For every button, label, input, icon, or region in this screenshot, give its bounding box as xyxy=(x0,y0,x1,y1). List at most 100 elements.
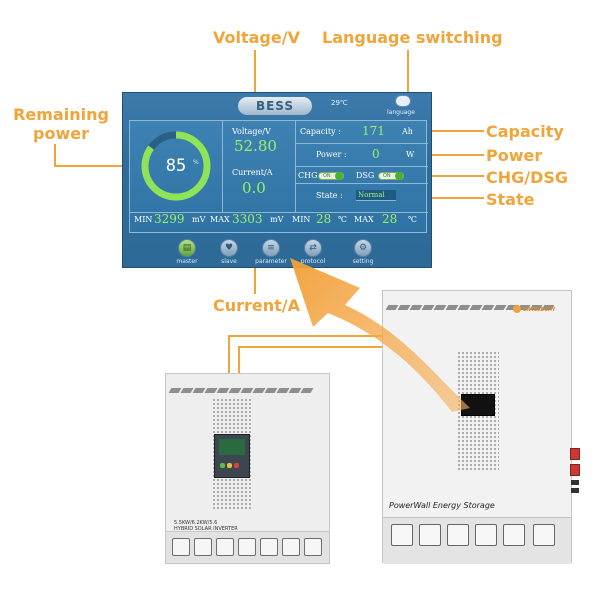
state-label: State : xyxy=(316,191,343,200)
current-label: Current/A xyxy=(232,168,273,177)
side-switch[interactable] xyxy=(571,488,579,493)
inverter-icon-bar xyxy=(166,531,329,563)
voltage-value: 52.80 xyxy=(234,137,277,155)
nav-slave-label: slave xyxy=(221,258,237,265)
leader-remaining xyxy=(54,144,56,166)
divider xyxy=(295,183,428,184)
storage-name: PowerWall Energy Storage xyxy=(389,501,495,510)
brand-logo: ENTELECHY xyxy=(523,307,556,313)
hybrid-inverter: 5.5KW/6.2KW/5.6 HYBRID SOLAR INVERTER xyxy=(165,373,330,564)
mppt-icon xyxy=(238,538,256,556)
display-icon xyxy=(447,524,469,546)
battery-icon xyxy=(391,524,413,546)
nav-setting[interactable]: ⚙ setting xyxy=(345,239,381,265)
display-icon xyxy=(282,538,300,556)
nav-slave[interactable]: ♥ slave xyxy=(211,239,247,265)
leader-language xyxy=(407,50,409,96)
divider xyxy=(295,143,428,144)
grid-icon xyxy=(216,538,234,556)
callout-power: Power xyxy=(486,146,543,165)
power-label: Power : xyxy=(316,150,347,159)
leader-capacity xyxy=(422,130,484,132)
callout-state: State xyxy=(486,190,535,209)
power-value: 0 xyxy=(372,147,380,161)
leader-chg-dsg xyxy=(422,175,484,177)
dsg-toggle[interactable]: ON xyxy=(378,172,404,180)
inverter-button[interactable] xyxy=(227,463,232,468)
power-unit: W xyxy=(406,150,415,159)
inverter-lcd xyxy=(219,439,245,455)
protection-icon xyxy=(533,524,555,546)
wire xyxy=(228,335,382,337)
inverter-display xyxy=(214,434,250,478)
screen-title: BESS xyxy=(238,97,312,115)
current-value: 0.0 xyxy=(242,179,266,197)
nav-parameter[interactable]: ≡ parameter xyxy=(253,239,289,265)
min-voltage-value: 3299 xyxy=(154,212,185,226)
leader-power xyxy=(422,154,484,156)
callout-current: Current/A xyxy=(213,296,301,315)
remaining-power-value: 85 xyxy=(165,156,187,176)
max-temp-label: MAX xyxy=(354,215,374,224)
inverter-brand-line2: HYBRID SOLAR INVERTER xyxy=(174,526,238,532)
remaining-power-unit: % xyxy=(193,159,199,166)
divider xyxy=(295,166,428,167)
wire xyxy=(228,335,230,373)
parallel-icon xyxy=(503,524,525,546)
bms-icon xyxy=(475,524,497,546)
min-temp-label: MIN xyxy=(292,215,311,224)
max-voltage-value: 3303 xyxy=(232,212,263,226)
side-switch[interactable] xyxy=(571,480,579,485)
language-button[interactable] xyxy=(395,95,411,107)
callout-chg-dsg: CHG/DSG xyxy=(486,168,569,187)
gear-icon: ⚙ xyxy=(354,239,372,257)
capacity-value: 171 xyxy=(362,124,385,138)
inverter-button[interactable] xyxy=(234,463,239,468)
leader-remaining-h xyxy=(54,165,154,167)
min-voltage-label: MIN xyxy=(134,215,153,224)
side-connector[interactable] xyxy=(570,448,580,460)
brand-logo-icon xyxy=(513,305,521,313)
max-temp-unit: ℃ xyxy=(408,215,417,224)
sliders-icon: ≡ xyxy=(262,239,280,257)
wire xyxy=(238,346,382,348)
max-temp-value: 28 xyxy=(382,212,398,226)
ambient-temperature: 29℃ xyxy=(331,99,348,107)
state-value: Normal xyxy=(356,190,396,201)
protocol-icon: ⇄ xyxy=(304,239,322,257)
battery-icon xyxy=(194,538,212,556)
callout-voltage: Voltage/V xyxy=(213,28,300,47)
min-voltage-unit: mV xyxy=(192,215,206,224)
callout-language-switching: Language switching xyxy=(322,28,503,47)
nav-protocol-label: protocol xyxy=(300,258,326,265)
wifi-icon xyxy=(304,538,322,556)
status-panel: 85 % Voltage/V 52.80 Current/A 0.0 Capac… xyxy=(129,120,428,233)
chg-label: CHG xyxy=(298,171,318,180)
dsg-label: DSG xyxy=(356,171,375,180)
bms-screen: BESS 29℃ language 85 % Voltage/V 52.80 C… xyxy=(122,92,432,268)
storage-icon-bar xyxy=(383,517,571,564)
nav-master[interactable]: ▤ master xyxy=(169,239,205,265)
callout-capacity: Capacity xyxy=(486,122,564,141)
chg-toggle[interactable]: ON xyxy=(318,172,344,180)
leader-state xyxy=(422,197,484,199)
solar-panel-icon xyxy=(172,538,190,556)
side-connector[interactable] xyxy=(570,464,580,476)
max-voltage-unit: mV xyxy=(270,215,284,224)
divider xyxy=(130,212,428,213)
powerwall-energy-storage: ENTELECHY PowerWall Energy Storage xyxy=(382,290,572,564)
language-label: language xyxy=(387,109,415,116)
capacity-label: Capacity : xyxy=(300,127,341,136)
leader-voltage xyxy=(254,50,256,132)
max-voltage-label: MAX xyxy=(210,215,230,224)
min-temp-unit: ℃ xyxy=(338,215,347,224)
inverter-button[interactable] xyxy=(220,463,225,468)
cycle-icon xyxy=(419,524,441,546)
voltage-label: Voltage/V xyxy=(232,127,271,136)
wire xyxy=(238,346,240,373)
nav-protocol[interactable]: ⇄ protocol xyxy=(295,239,331,265)
nav-master-label: master xyxy=(176,258,198,265)
battery-icon: ▤ xyxy=(178,239,196,257)
min-temp-value: 28 xyxy=(316,212,332,226)
